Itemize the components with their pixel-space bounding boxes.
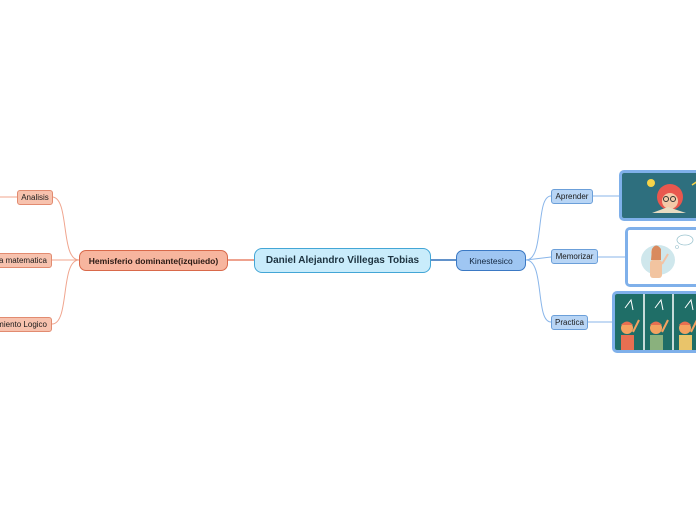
subtopic-memorizar[interactable]: Memorizar <box>551 249 598 264</box>
subtopic-razonamiento-label: Razonamiento Logico <box>0 320 47 329</box>
image-aprender[interactable] <box>619 170 696 221</box>
connector-right-aprender <box>526 196 551 260</box>
kids-at-chalkboard-illustration <box>615 294 696 350</box>
subtopic-analisis[interactable]: Analisis <box>17 190 53 205</box>
subtopic-aprender-label: Aprender <box>556 192 589 201</box>
subtopic-aprender[interactable]: Aprender <box>551 189 593 204</box>
subtopic-razonamiento[interactable]: Razonamiento Logico <box>0 317 52 332</box>
main-topic-kinestesico-label: Kinestesico <box>469 256 512 266</box>
subtopic-analisis-label: Analisis <box>21 193 49 202</box>
subtopic-memorizar-label: Memorizar <box>556 252 594 261</box>
connector-left-analisis <box>52 197 79 260</box>
main-topic-kinestesico[interactable]: Kinestesico <box>456 250 526 271</box>
main-topic-hemisferio[interactable]: Hemisferio dominante(izquiedo) <box>79 250 228 271</box>
image-practica[interactable] <box>612 291 696 353</box>
subtopic-practica-label: Practica <box>555 318 584 327</box>
main-topic-hemisferio-label: Hemisferio dominante(izquiedo) <box>89 256 218 266</box>
thinking-student-illustration <box>622 173 696 218</box>
central-topic[interactable]: Daniel Alejandro Villegas Tobias <box>254 248 431 273</box>
woman-remembering-illustration <box>628 230 696 284</box>
connector-left-razonamiento <box>52 260 79 324</box>
image-memorizar[interactable] <box>625 227 696 287</box>
connector-right-practica <box>526 260 551 322</box>
central-topic-label: Daniel Alejandro Villegas Tobias <box>266 255 419 266</box>
subtopic-destreza-label: Destreza matematica <box>0 256 47 265</box>
subtopic-practica[interactable]: Practica <box>551 315 588 330</box>
subtopic-destreza[interactable]: Destreza matematica <box>0 253 52 268</box>
